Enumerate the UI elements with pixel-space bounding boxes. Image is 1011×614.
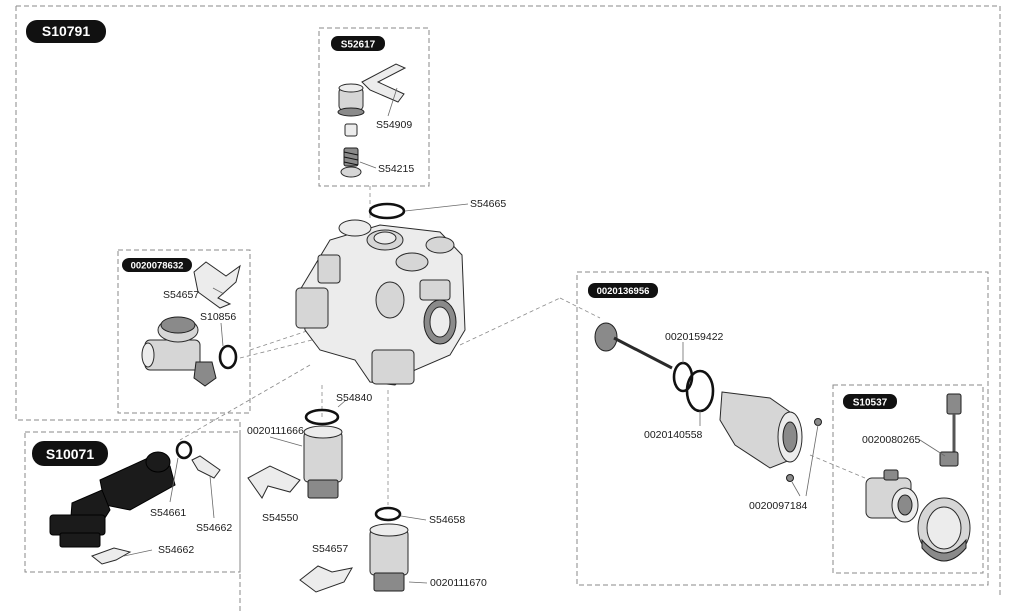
label-0020159422: 0020159422 (665, 331, 724, 343)
part-fitting-0020111670 (369, 523, 409, 592)
group-badge-s10071: S10071 (32, 441, 108, 466)
badge-text: S10791 (42, 23, 90, 39)
label-s54657-lower: S54657 (312, 543, 348, 555)
leader-line (220, 322, 224, 347)
leader-line (404, 203, 469, 212)
group-badge-s52617: S52617 (331, 36, 385, 51)
label-s54658: S54658 (429, 514, 465, 526)
leader-line (337, 399, 347, 408)
label-s54661: S54661 (150, 507, 186, 519)
group-frame-main (15, 5, 1001, 612)
group-badge-s10791: S10791 (26, 20, 106, 43)
label-s10856: S10856 (200, 311, 236, 323)
group-frame-s10537 (832, 384, 984, 574)
part-oring-s54658 (374, 506, 402, 522)
label-s54657: S54657 (163, 289, 199, 301)
label-s54215: S54215 (378, 163, 414, 175)
part-screw-0020097184 (786, 418, 822, 482)
label-0020111670: 0020111670 (430, 577, 487, 589)
label-0020097184: 0020097184 (749, 500, 808, 512)
part-oring-s54840 (304, 408, 340, 426)
label-s54840: S54840 (336, 392, 372, 404)
part-sensor-probe (594, 322, 673, 370)
part-oring-0020140558 (685, 369, 715, 413)
label-0020111666: 0020111666 (247, 425, 304, 437)
label-0020140558: 0020140558 (644, 429, 703, 441)
part-clip-s54662-bottom (90, 547, 132, 565)
svg-text:0020136956: 0020136956 (597, 286, 650, 297)
leader-line (400, 515, 427, 521)
svg-text:S10071: S10071 (46, 446, 94, 462)
part-filter-assembly (49, 451, 176, 548)
part-valve-insert (337, 83, 365, 137)
svg-text:S10537: S10537 (853, 398, 888, 409)
part-main-valve-body (295, 219, 466, 386)
part-clip-s54550 (247, 465, 301, 499)
svg-text:0020078632: 0020078632 (131, 261, 184, 272)
leader-line (919, 439, 946, 457)
leader-line (408, 581, 428, 584)
part-clip-s54662-right (191, 455, 221, 479)
part-oring-s54661 (175, 440, 193, 460)
part-spring-s54215 (340, 147, 362, 178)
part-sensor-cap (917, 497, 971, 562)
assembly-line (809, 454, 866, 479)
svg-text:S52617: S52617 (341, 40, 376, 51)
label-s54909: S54909 (376, 119, 412, 131)
part-flow-sensor-housing (719, 391, 803, 469)
leader-line (212, 287, 225, 295)
part-fitting-0020111666 (303, 425, 343, 499)
group-frame-s52617 (318, 27, 430, 187)
assembly-line (459, 297, 561, 346)
part-oring-s54665 (368, 202, 406, 220)
assembly-line (559, 297, 601, 319)
label-s54662: S54662 (196, 522, 232, 534)
label-0020080265: 0020080265 (862, 434, 921, 446)
part-clip-s54657-lower (299, 565, 353, 593)
leader-line (359, 161, 377, 169)
group-frame-0020136956 (576, 271, 989, 586)
leader-line (387, 87, 398, 117)
label-s54665: S54665 (470, 198, 506, 210)
assembly-line (239, 337, 321, 359)
part-oring-s10856 (218, 344, 238, 370)
part-clip-s54657-upper (193, 261, 241, 309)
leader-line (209, 475, 215, 519)
leader-line (805, 424, 819, 497)
part-sensor-turbine (865, 469, 919, 523)
assembly-line (249, 329, 311, 351)
leader-line (123, 549, 153, 557)
part-angled-valve (141, 316, 217, 387)
label-s54662-lower: S54662 (158, 544, 194, 556)
group-badge-s10537: S10537 (843, 394, 897, 409)
leader-line (269, 436, 303, 447)
leader-line (791, 481, 801, 497)
leader-line (169, 457, 179, 503)
label-s54550: S54550 (262, 512, 298, 524)
part-clip-s54909 (361, 63, 407, 103)
group-badge-0020078632: 0020078632 (122, 258, 192, 272)
group-badge-0020136956: 0020136956 (588, 283, 658, 298)
group-frame-0020078632 (117, 249, 251, 414)
group-frame-s10071 (24, 431, 241, 573)
